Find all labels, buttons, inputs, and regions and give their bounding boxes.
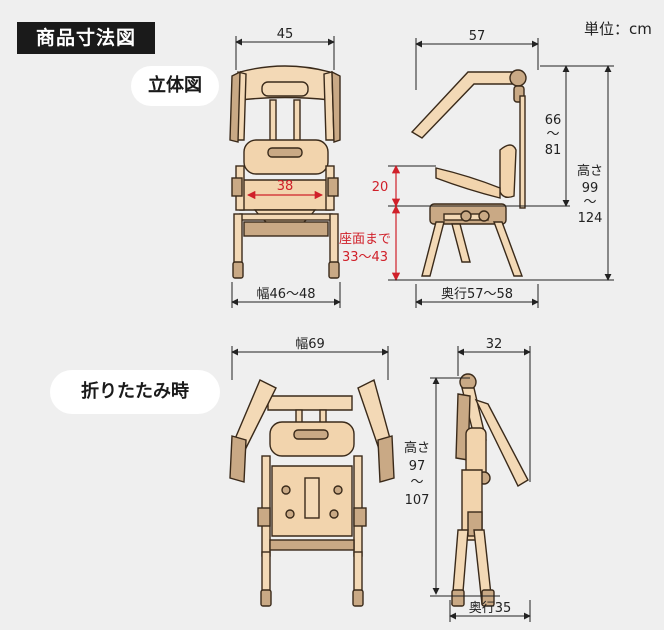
dim-total-height-3: 124: [578, 211, 603, 226]
standing-front-chair: [229, 65, 341, 279]
dim-width-bottom: 幅46〜48: [256, 287, 315, 302]
dim-width-top: 45: [277, 27, 294, 42]
dim-total-height-tilde: 〜: [583, 195, 596, 210]
page-title: 商品寸法図: [17, 22, 155, 54]
view-label-folded: 折りたたみ時: [50, 370, 220, 414]
dim-seat-inner: 38: [277, 179, 294, 194]
dim-folded-height-2: 97: [409, 459, 426, 474]
dim-folded-side-top: 32: [486, 337, 503, 352]
dim-folded-width: 幅69: [295, 337, 325, 352]
folded-front-chair: [229, 378, 395, 607]
dim-folded-depth: 奥行35: [469, 601, 512, 616]
dim-seat-offset: 20: [372, 180, 389, 195]
dim-folded-height-3: 107: [405, 493, 430, 508]
dim-arm-height-2: 81: [545, 143, 562, 158]
dim-total-height-1: 高さ: [577, 163, 603, 179]
dim-folded-height-tilde: 〜: [410, 475, 423, 490]
dim-folded-height-1: 高さ: [404, 440, 430, 456]
standing-side-chair: [410, 69, 527, 277]
unit-label: 単位：cm: [584, 20, 652, 38]
folded-side-chair: [451, 373, 529, 607]
dim-seat-height-2: 33〜43: [342, 250, 388, 265]
dim-side-top: 57: [469, 29, 486, 44]
view-label-standing: 立体図: [131, 66, 219, 106]
dim-arm-height-tilde: 〜: [546, 127, 559, 142]
dim-arm-height-1: 66: [545, 113, 562, 128]
dim-depth: 奥行57〜58: [441, 287, 513, 302]
dim-total-height-2: 99: [582, 181, 599, 196]
dim-seat-height-1: 座面まで: [339, 232, 391, 247]
